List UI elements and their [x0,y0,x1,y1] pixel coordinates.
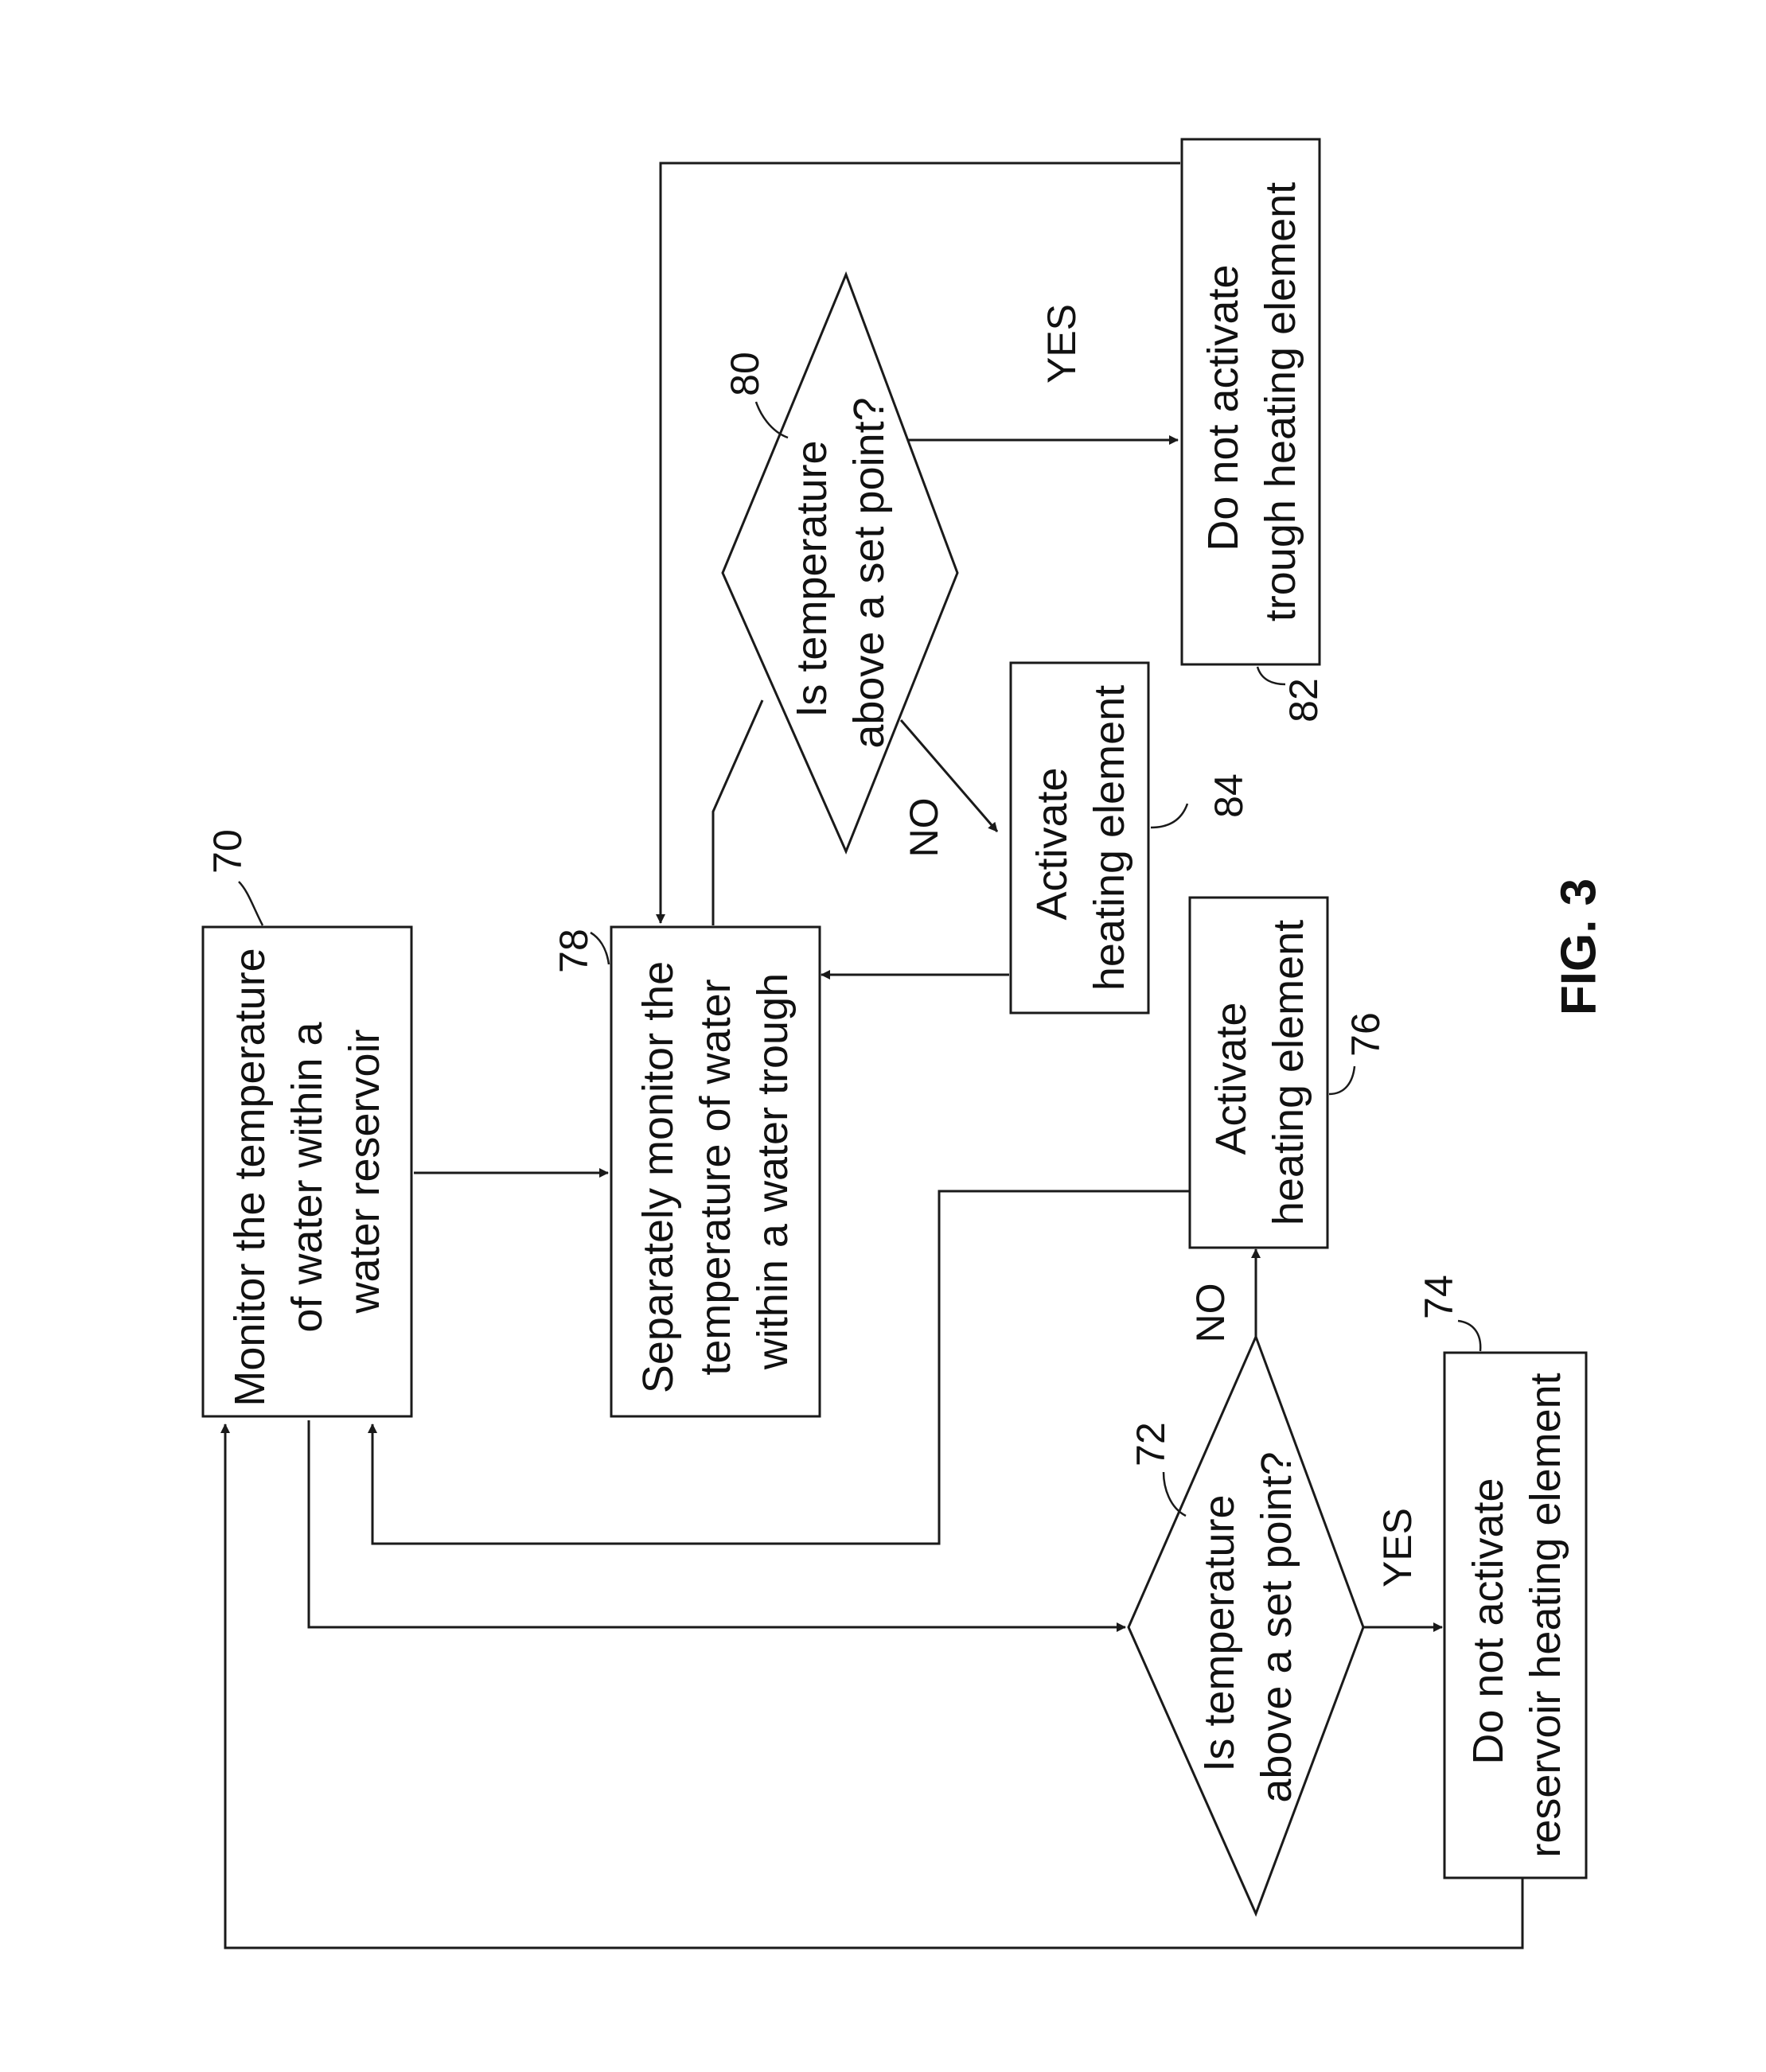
node-84-ref-leader [1151,804,1187,828]
node-74-line-2: reservoir heating element [1522,1373,1569,1857]
node-76-line-1: Activate [1207,1002,1255,1155]
node-70-line-2: of water within a [283,1021,331,1332]
node-76-activate-reservoir-heater: Activate heating element 76 [1190,898,1388,1248]
node-74-do-not-activate-reservoir: Do not activate reservoir heating elemen… [1417,1275,1586,1878]
node-78-line-1: Separately monitor the [634,961,682,1393]
node-70-line-1: Monitor the temperature [226,948,274,1406]
node-74-ref: 74 [1417,1275,1461,1319]
node-72-decision: Is temperature above a set point? 72 [1129,1337,1363,1914]
node-82-line-2: trough heating element [1257,182,1304,621]
node-70-line-3: water reservoir [341,1029,388,1314]
node-72-ref: 72 [1129,1422,1173,1466]
node-84-line-1: Activate [1028,767,1076,920]
branch-label-no-72: NO [1188,1283,1233,1343]
node-70-ref: 70 [205,829,250,874]
node-78-line-3: within a water trough [749,973,797,1370]
branch-label-yes-80: YES [1039,304,1084,384]
node-78-ref: 78 [552,929,596,973]
node-82-line-1: Do not activate [1199,264,1247,551]
node-84-ref: 84 [1207,773,1251,818]
node-74-ref-leader [1458,1321,1480,1351]
node-76-ref-leader [1329,1066,1355,1094]
node-78-text: Separately monitor the temperature of wa… [634,949,797,1393]
connector-70-to-72 [309,1420,1125,1627]
node-80-decision: Is temperature above a set point? 80 [723,275,957,851]
node-84-line-2: heating element [1086,685,1133,991]
node-80-ref: 80 [723,352,767,396]
node-78-line-2: temperature of water [692,979,739,1375]
branch-label-no-80: NO [902,798,946,858]
node-74-line-1: Do not activate [1464,1478,1512,1764]
branch-label-yes-72: YES [1375,1508,1420,1587]
figure-label: FIG. 3 [1551,878,1606,1015]
node-82-ref: 82 [1281,678,1326,722]
node-80-line-2: above a set point? [845,397,893,748]
node-70-ref-leader [239,882,263,925]
node-70-monitor-reservoir: Monitor the temperature of water within … [203,829,411,1416]
node-76-line-2: heating element [1265,920,1312,1225]
node-82-do-not-activate-trough: Do not activate trough heating element 8… [1182,139,1326,722]
node-76-ref: 76 [1343,1012,1388,1057]
node-72-line-1: Is temperature [1195,1494,1243,1771]
node-80-line-1: Is temperature [788,440,836,717]
node-72-line-2: above a set point? [1253,1451,1300,1802]
connector-78-to-80 [713,700,762,925]
